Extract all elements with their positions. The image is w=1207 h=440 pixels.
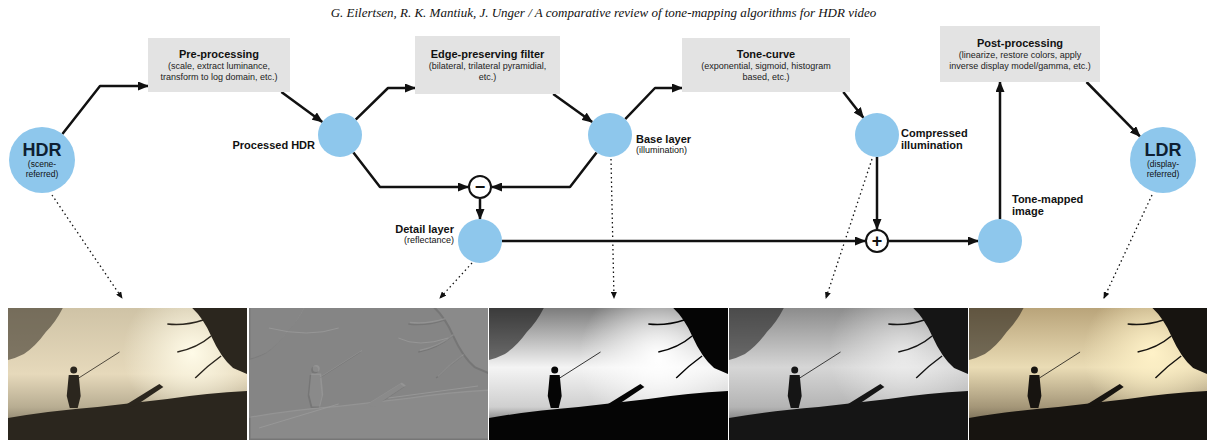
node-heading: Processed HDR [232,139,315,151]
flow-arrow [889,240,978,243]
detail-photo [249,307,489,440]
data-circle: Base layer(illumination) [588,113,632,157]
flow-arrow [876,157,879,229]
operator-circle: − [468,175,492,199]
node-note: (reflectance) [395,235,454,246]
node-note: (bilateral, trilateral pyramidial, etc.) [421,61,554,82]
node-note: (scene-referred) [15,160,69,179]
flow-arrow [625,88,682,119]
flow-arrow [356,88,415,120]
flow-arrow [999,82,1002,219]
node-note: (linearize, restore colors, apply invers… [946,50,1094,71]
node-note: (exponential, sigmoid, histogram based, … [688,61,844,82]
node-heading: Tone-curve [688,48,844,61]
node-heading: + [872,232,883,250]
flow-arrow [1087,82,1140,136]
node-note: (display-referred) [1136,160,1190,179]
node-heading: HDR [23,141,62,160]
node-note: (scale, extract luminance, transform to … [154,61,284,82]
node-heading: Compressed illumination [901,127,975,151]
data-circle: Compressed illumination [855,113,899,157]
ldr-photo [969,283,1207,440]
flow-arrow [62,86,148,134]
circle-label: Detail layer(reflectance) [395,223,454,246]
node-heading: Base layer [636,133,691,145]
leader-lines [52,159,1152,298]
hdr-circle: HDR(scene-referred) [9,127,75,193]
circle-label: Tone-mapped image [1012,193,1092,217]
flow-arrow [492,152,597,187]
process-box: Tone-curve(exponential, sigmoid, histogr… [682,38,850,92]
data-circle: Processed HDR [318,113,362,157]
node-heading: LDR [1145,141,1182,160]
base-photo [489,278,738,440]
flow-arrow [353,152,468,187]
circle-label: Compressed illumination [901,127,975,151]
hdr-photo [8,283,262,440]
process-box: Edge-preserving filter(bilateral, trilat… [415,36,560,94]
circle-label: Processed HDR [232,139,315,151]
node-heading: − [475,178,486,196]
data-circle: Tone-mapped image [978,219,1022,263]
node-heading: Edge-preserving filter [421,48,554,61]
process-box: Post-processing(linearize, restore color… [940,26,1100,82]
process-box: Pre-processing(scale, extract luminance,… [148,38,290,92]
operator-circle: + [865,229,889,253]
node-heading: Pre-processing [154,48,284,61]
compressed-photo [729,278,978,440]
flow-arrow [502,240,865,243]
node-heading: Detail layer [395,223,454,235]
node-note: (illumination) [636,145,691,156]
circle-label: Base layer(illumination) [636,133,691,156]
ldr-circle: LDR(display-referred) [1130,127,1196,193]
data-circle: Detail layer(reflectance) [458,219,502,263]
flow-arrow [553,94,592,122]
flow-arrow [479,199,482,219]
node-heading: Post-processing [946,37,1094,50]
flow-arrow [281,92,322,122]
node-heading: Tone-mapped image [1012,193,1092,217]
running-header: G. Eilertsen, R. K. Mantiuk, J. Unger / … [0,5,1207,20]
flow-arrow [843,92,863,118]
